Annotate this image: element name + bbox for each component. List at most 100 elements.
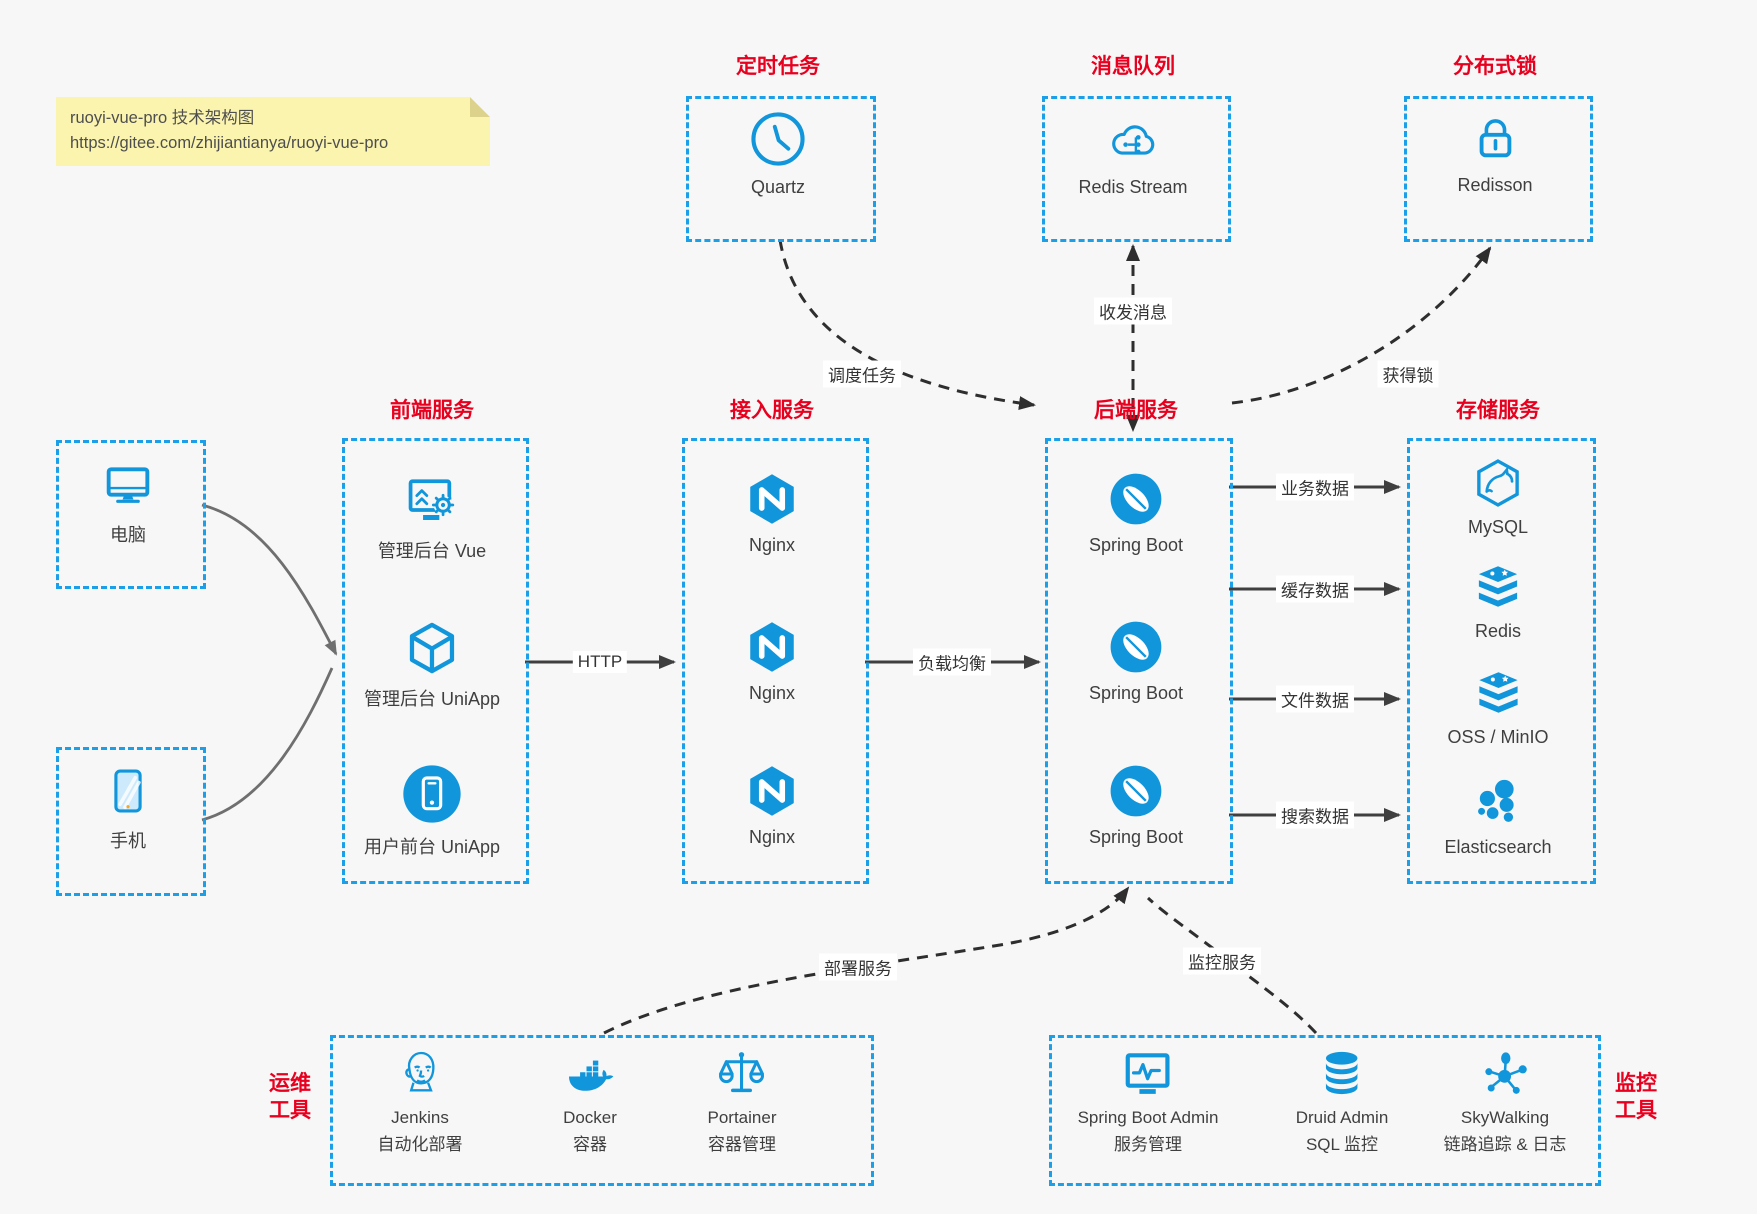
node-nginx-1: Nginx bbox=[743, 470, 801, 556]
edge-label-cache-data: 缓存数据 bbox=[1276, 575, 1354, 603]
node-label: Nginx bbox=[748, 535, 796, 555]
group-box-backend bbox=[1045, 438, 1233, 884]
node-redis: Redis bbox=[1471, 560, 1525, 642]
portainer-scales-icon bbox=[719, 1052, 765, 1093]
node-label: 电脑 bbox=[110, 525, 146, 545]
side-label-monitoring: 监控 工具 bbox=[1608, 1070, 1664, 1125]
node-label: 用户前台 UniApp bbox=[363, 837, 501, 857]
node-elasticsearch: Elasticsearch bbox=[1444, 774, 1552, 858]
tool-desc: 服务管理 bbox=[1114, 1135, 1182, 1154]
node-label: Elasticsearch bbox=[1444, 837, 1552, 857]
admin-screen-gear-icon bbox=[408, 479, 455, 520]
node-mysql: MySQL bbox=[1468, 456, 1528, 538]
client-box-pc bbox=[56, 440, 206, 589]
node-admin-uniapp: 管理后台 UniApp bbox=[364, 618, 500, 711]
node-springboot-3: Spring Boot bbox=[1089, 762, 1183, 848]
clock-icon bbox=[751, 112, 805, 166]
group-box-distributed-lock bbox=[1404, 96, 1593, 242]
group-title-frontend: 前端服务 bbox=[390, 399, 474, 422]
cube-icon bbox=[409, 622, 455, 674]
group-title-storage: 存储服务 bbox=[1456, 399, 1540, 422]
note-title: ruoyi-vue-pro 技术架构图 bbox=[70, 109, 255, 127]
edge-label-file-data: 文件数据 bbox=[1276, 685, 1354, 713]
lock-icon bbox=[1479, 119, 1511, 158]
group-box-monitoring-tools bbox=[1049, 1035, 1601, 1186]
database-icon bbox=[1326, 1051, 1358, 1095]
spring-leaf-icon bbox=[1110, 473, 1162, 525]
node-label: OSS / MinIO bbox=[1447, 727, 1549, 747]
tool-name: SkyWalking bbox=[1460, 1108, 1550, 1127]
edge-label-monitor-service: 监控服务 bbox=[1183, 947, 1261, 975]
group-box-ops-tools bbox=[330, 1035, 874, 1186]
spring-leaf-icon bbox=[1110, 765, 1162, 817]
tool-name: Portainer bbox=[707, 1108, 777, 1127]
edge-label-search-data: 搜索数据 bbox=[1276, 801, 1354, 829]
client-box-mobile bbox=[56, 747, 206, 896]
tool-name: Druid Admin bbox=[1295, 1108, 1389, 1127]
group-title-message-queue: 消息队列 bbox=[1091, 55, 1175, 78]
edge-label-deploy-service: 部署服务 bbox=[819, 953, 897, 981]
edge-label-business-data: 业务数据 bbox=[1276, 473, 1354, 501]
group-box-frontend bbox=[342, 438, 529, 884]
node-nginx-3: Nginx bbox=[743, 762, 801, 848]
group-title-distributed-lock: 分布式锁 bbox=[1453, 55, 1537, 78]
edge-label-load-balance: 负载均衡 bbox=[913, 648, 991, 676]
edge-label-acquire-lock: 获得锁 bbox=[1377, 360, 1439, 388]
tool-name: Docker bbox=[563, 1108, 617, 1127]
side-label-ops-line2: 工具 bbox=[269, 1099, 311, 1123]
note-url: https://gitee.com/zhijiantianya/ruoyi-vu… bbox=[70, 133, 389, 152]
group-title-gateway: 接入服务 bbox=[730, 399, 814, 422]
redis-stack-icon bbox=[1478, 566, 1518, 607]
node-label: Spring Boot bbox=[1088, 683, 1184, 703]
tool-desc: 容器 bbox=[573, 1135, 607, 1154]
topology-icon bbox=[1485, 1052, 1528, 1094]
node-springboot-1: Spring Boot bbox=[1089, 470, 1183, 556]
edge-label-schedule-task: 调度任务 bbox=[823, 360, 901, 388]
node-skywalking: SkyWalking 链路追踪 & 日志 bbox=[1443, 1046, 1567, 1155]
side-label-ops: 运维 工具 bbox=[262, 1070, 318, 1125]
group-box-gateway bbox=[682, 438, 869, 884]
nginx-icon bbox=[750, 622, 794, 672]
side-label-ops-line1: 运维 bbox=[269, 1072, 311, 1095]
group-box-scheduled-task bbox=[686, 96, 876, 242]
node-redis-stream: Redis Stream bbox=[1078, 112, 1188, 198]
node-label: 手机 bbox=[110, 831, 146, 851]
group-title-scheduled-task: 定时任务 bbox=[736, 55, 820, 78]
group-box-message-queue bbox=[1042, 96, 1231, 242]
cloud-share-icon bbox=[1111, 125, 1154, 155]
node-admin-vue: 管理后台 Vue bbox=[378, 470, 486, 563]
smartphone-icon bbox=[114, 769, 142, 813]
node-user-uniapp: 用户前台 UniApp bbox=[364, 762, 500, 859]
node-portainer: Portainer 容器管理 bbox=[707, 1046, 777, 1155]
mobile-circle-icon bbox=[403, 765, 461, 823]
sticky-note: ruoyi-vue-pro 技术架构图 https://gitee.com/zh… bbox=[56, 97, 490, 166]
desktop-icon bbox=[106, 467, 150, 503]
node-oss-minio: OSS / MinIO bbox=[1447, 666, 1549, 748]
node-quartz: Quartz bbox=[747, 108, 809, 198]
tool-desc: 自动化部署 bbox=[377, 1135, 463, 1154]
nginx-icon bbox=[750, 474, 794, 524]
storage-stack-icon bbox=[1478, 672, 1518, 713]
node-springboot-2: Spring Boot bbox=[1089, 618, 1183, 704]
docker-whale-icon bbox=[569, 1060, 614, 1091]
tool-desc: SQL 监控 bbox=[1305, 1135, 1379, 1154]
tool-name: Jenkins bbox=[391, 1108, 449, 1127]
node-redisson: Redisson bbox=[1457, 110, 1533, 196]
node-druid-admin: Druid Admin SQL 监控 bbox=[1295, 1046, 1389, 1155]
spring-leaf-icon bbox=[1110, 621, 1162, 673]
tool-name: Spring Boot Admin bbox=[1077, 1108, 1219, 1127]
node-nginx-2: Nginx bbox=[743, 618, 801, 704]
node-label: Nginx bbox=[748, 683, 796, 703]
jenkins-icon bbox=[404, 1051, 435, 1092]
side-label-monitoring-line1: 监控 bbox=[1615, 1072, 1657, 1095]
tool-desc: 链路追踪 & 日志 bbox=[1443, 1135, 1567, 1154]
elasticsearch-cluster-icon bbox=[1477, 779, 1514, 822]
node-label: Redis bbox=[1474, 621, 1522, 641]
node-label: Spring Boot bbox=[1088, 827, 1184, 847]
node-label: Quartz bbox=[750, 177, 806, 197]
group-title-backend: 后端服务 bbox=[1094, 399, 1178, 422]
node-docker: Docker 容器 bbox=[560, 1046, 620, 1155]
group-box-storage bbox=[1407, 438, 1596, 884]
node-pc: 电脑 bbox=[98, 456, 158, 547]
